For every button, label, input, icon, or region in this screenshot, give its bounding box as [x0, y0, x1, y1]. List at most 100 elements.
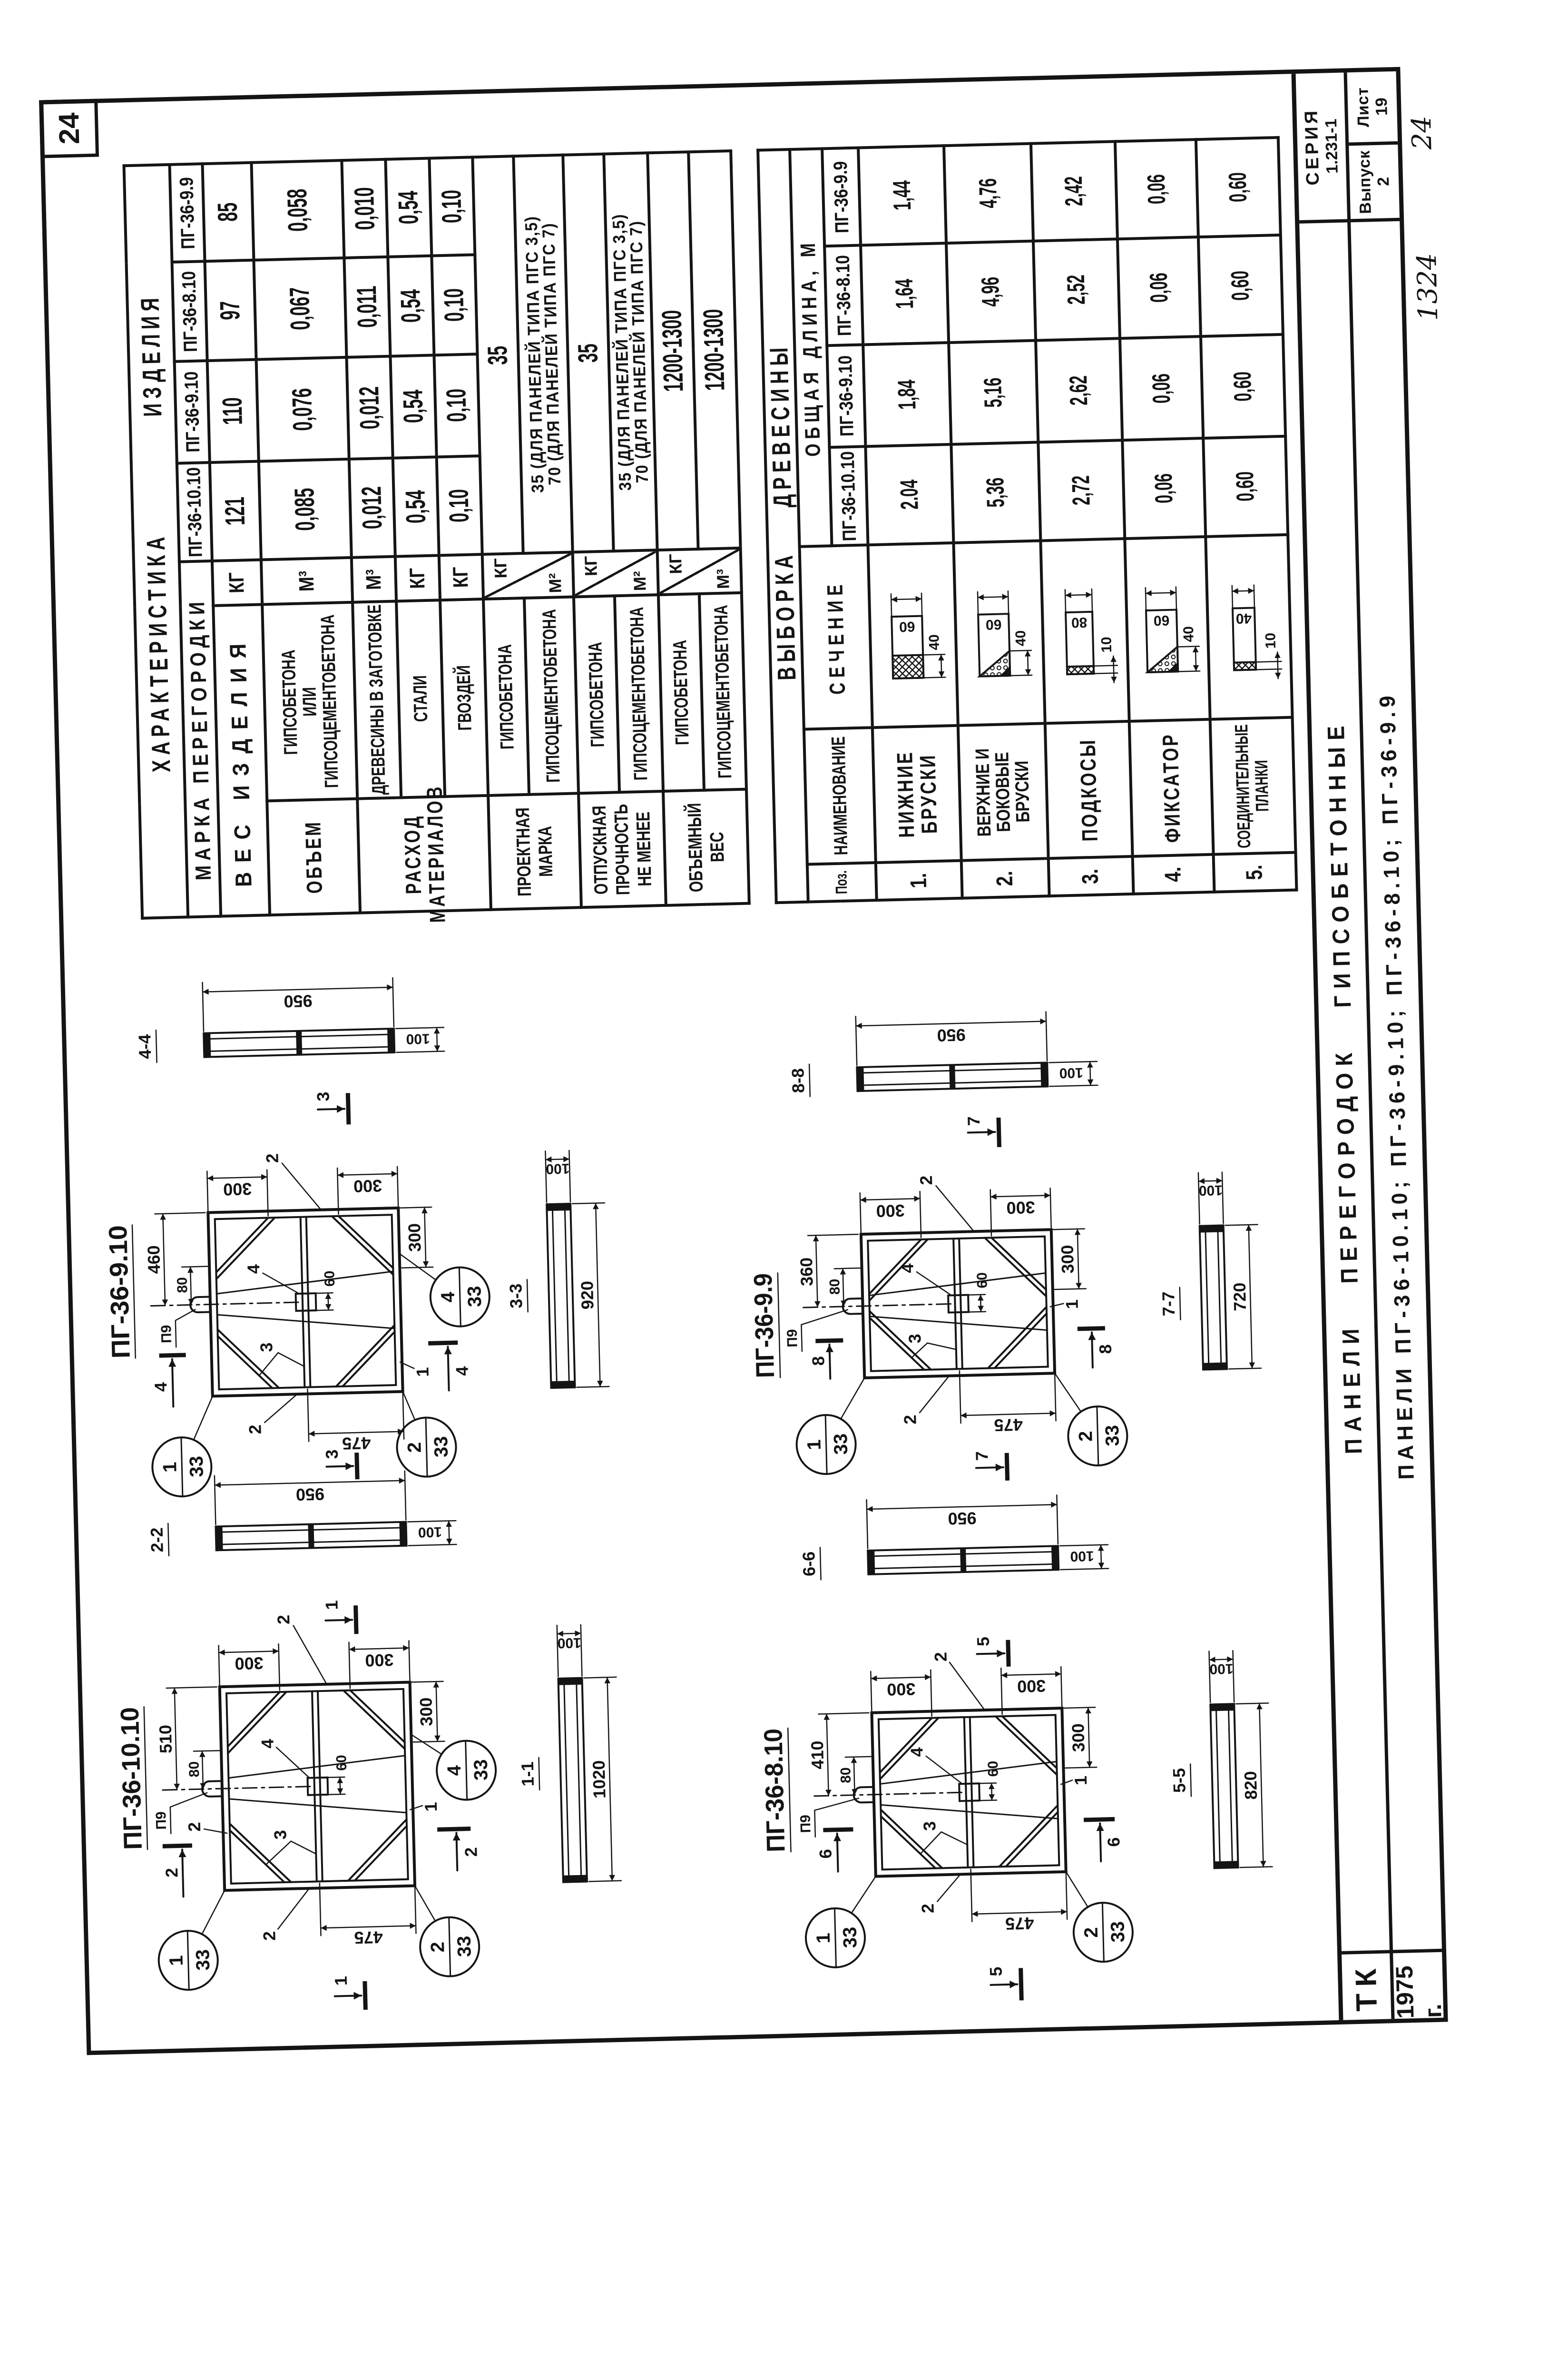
dim-loop-position: 510 [156, 1725, 176, 1754]
dim-brace: 300 [1058, 1245, 1078, 1274]
section-cut-marks-horizontal: 7 7 [964, 1116, 1010, 1481]
drawing-subtitle: ПАНЕЛИ ПГ-36-10.10; ПГ-36-9.10; ПГ-36-8.… [1374, 691, 1419, 1480]
series-cell: СЕРИЯ 1.231-1 [1295, 72, 1351, 224]
node-reference-1-33: 1 33 [151, 1395, 214, 1498]
cut-label: 1 [322, 1600, 341, 1610]
column-header: ПГ-36-9.10 [180, 371, 204, 453]
item-number: 2 [259, 1931, 279, 1941]
table-row: 1. НИЖНИЕ БРУСКИ 60 40 2.04 1,84 [858, 146, 962, 901]
issue-cell: Выпуск 2 [1349, 144, 1400, 223]
row-label: ГИПСОБЕТОНА ИЛИ ГИПСОЦЕМЕНТОБЕТОНА [278, 614, 343, 788]
value: 0,067 [284, 287, 316, 331]
year: 1975 г. [1391, 1948, 1446, 2019]
header-name: НАИМЕНОВАНИЕ [828, 736, 852, 856]
svg-text:60: 60 [899, 619, 915, 635]
cut-label: 3 [322, 1449, 342, 1459]
row-label: ГВОЗДЕЙ [452, 665, 476, 731]
header-pos: Поз. [832, 870, 851, 894]
value: 2,42 [1059, 176, 1088, 207]
svg-text:40: 40 [926, 634, 942, 650]
item-number: 2 [274, 1614, 293, 1624]
item-number: 1 [421, 1802, 441, 1812]
row-group: ОБЪЕМНЫЙ ВЕС [684, 803, 728, 893]
dimensions: 360 80 300 300 300 475 60 [796, 1188, 1087, 1435]
dim-fixator: 60 [322, 1270, 338, 1287]
value: 5,16 [979, 377, 1008, 408]
dim-brace: 300 [1017, 1676, 1046, 1696]
mark-label: МАРКА ПЕРЕГОРОДКИ [184, 597, 216, 881]
section-thickness: 100 [406, 1031, 430, 1047]
series-value: 1.231-1 [1322, 118, 1342, 174]
node-number: 4 [438, 1291, 459, 1303]
table-row: 3. ПОДКОСЫ 80 10 2,72 2,62 [1030, 141, 1134, 896]
column-header: ПГ-36-8.10 [178, 270, 201, 353]
corner-braces [226, 1689, 408, 1884]
node-number: 1 [813, 1933, 834, 1944]
dim-brace: 300 [365, 1650, 394, 1670]
header-section: СЕЧЕНИЕ [822, 579, 850, 695]
loop-label: П9 [784, 1329, 801, 1347]
svg-text:40: 40 [1235, 610, 1252, 627]
row-label: ГИПСОБЕТОНА [585, 641, 608, 747]
node-sheet: 33 [1102, 1425, 1123, 1447]
value: 2,52 [1062, 274, 1091, 305]
item-number: 4 [897, 1263, 917, 1273]
cut-label: 3 [313, 1091, 333, 1101]
svg-text:40: 40 [1012, 630, 1029, 646]
table-row: 5. СОЕДИНИТЕЛЬНЫЕ ПЛАНКИ 40 10 0,60 [1196, 137, 1297, 892]
section-thickness: 100 [546, 1160, 570, 1177]
node-sheet: 33 [186, 1456, 207, 1478]
unit: КГ [225, 572, 249, 594]
corner-braces [215, 1215, 396, 1389]
value: 1,84 [892, 379, 921, 410]
section-cut-marks-vertical: 6 6 [815, 1817, 1123, 1873]
table-row-volume: ОБЪЕМ ГИПСОБЕТОНА ИЛИ ГИПСОЦЕМЕНТОБЕТОНА… [251, 160, 361, 915]
sheet-label: Лист [1353, 87, 1372, 128]
section-length: 820 [1241, 1771, 1261, 1800]
node-number: 1 [159, 1462, 181, 1473]
value: 0,54 [394, 289, 427, 323]
node-number: 2 [1075, 1431, 1097, 1442]
row-name: ВЕРХНИЕ И БОКОВЫЕ БРУСКИ [972, 748, 1034, 837]
dim-fixator: 60 [333, 1755, 350, 1771]
node-sheet: 33 [470, 1759, 492, 1781]
item-number: 3 [905, 1334, 924, 1344]
node-sheet: 33 [431, 1436, 452, 1458]
dimensions: 460 80 300 300 300 475 60 [144, 1166, 434, 1454]
row-name: СОЕДИНИТЕЛЬНЫЕ ПЛАНКИ [1231, 724, 1273, 848]
section-length: 920 [577, 1281, 597, 1310]
cut-label: 6 [1104, 1837, 1123, 1847]
row-label: ДРЕВЕСИНЫ В ЗАГОТОВКЕ [364, 604, 390, 796]
value: 35 [481, 345, 513, 365]
panel-title: ПГ-36-9.10 [104, 1225, 136, 1359]
value: 1200-1300 [697, 308, 731, 392]
value: 0,085 [288, 487, 321, 531]
panel-frame [870, 1706, 1068, 1878]
section-thickness: 100 [1209, 1661, 1234, 1677]
row-pos: 2. [992, 870, 1018, 886]
value: 0,012 [353, 386, 385, 430]
cut-label: 7 [972, 1451, 991, 1461]
column-header: ПГ-36-10.10 [837, 451, 861, 541]
section-thickness: 100 [557, 1635, 581, 1651]
row-label: ГИПСОЦЕМЕНТОБЕТОНА [539, 609, 564, 783]
value: 0,010 [348, 187, 381, 231]
node-sheet: 33 [454, 1936, 475, 1957]
loop-and-fixator: П9 [153, 1755, 407, 1835]
item-number: 3 [270, 1830, 290, 1840]
node-number: 4 [444, 1765, 465, 1776]
table-title-right: ДРЕВЕСИНЫ [764, 342, 797, 508]
item-number: 1 [1062, 1299, 1081, 1309]
value: 121 [219, 496, 251, 526]
section-length: 950 [295, 1484, 324, 1504]
value: 0,60 [1229, 371, 1257, 402]
item-number: 2 [916, 1175, 936, 1185]
node-reference-2-33: 2 33 [396, 1391, 457, 1478]
sheet-value: 19 [1372, 97, 1391, 116]
loop-label: П9 [153, 1811, 169, 1830]
panel-title: ПГ-36-8.10 [759, 1728, 790, 1852]
row-group: ОТПУСКНАЯ ПРОЧНОСТЬ НЕ МЕНЕЕ [588, 803, 656, 895]
dim-brace: 300 [404, 1223, 424, 1252]
value: 0,54 [392, 190, 424, 225]
